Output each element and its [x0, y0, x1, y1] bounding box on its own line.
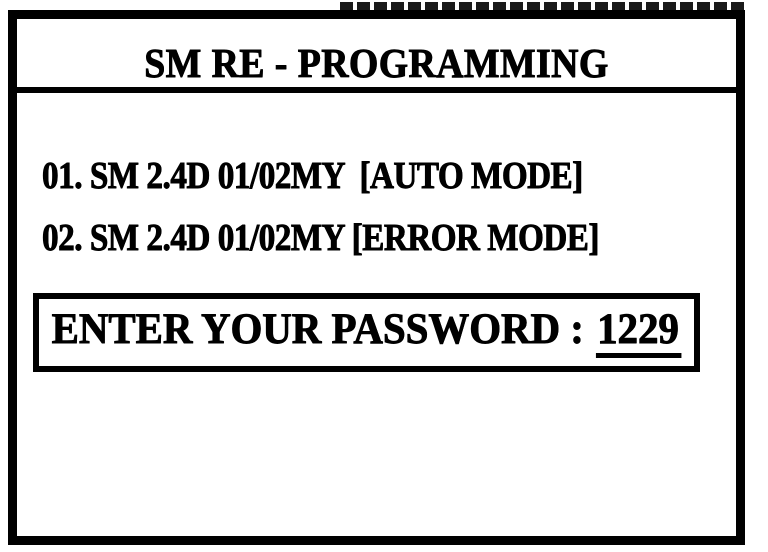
- title-bar: SM RE - PROGRAMMING: [17, 19, 736, 93]
- password-entry-box[interactable]: ENTER YOUR PASSWORD : 1229: [33, 293, 700, 372]
- menu-item-02-error-mode[interactable]: 02. SM 2.4D 01/02MY [ERROR MODE]: [42, 217, 600, 260]
- scan-noise-artifact: [340, 2, 748, 10]
- password-value-field[interactable]: 1229: [596, 307, 682, 358]
- screen-frame: SM RE - PROGRAMMING 01. SM 2.4D 01/02MY …: [8, 10, 745, 545]
- password-prompt-label: ENTER YOUR PASSWORD :: [51, 305, 584, 353]
- page-title: SM RE - PROGRAMMING: [144, 40, 609, 86]
- menu-item-01-auto-mode[interactable]: 01. SM 2.4D 01/02MY [AUTO MODE]: [42, 155, 584, 198]
- password-line: ENTER YOUR PASSWORD : 1229: [51, 305, 682, 358]
